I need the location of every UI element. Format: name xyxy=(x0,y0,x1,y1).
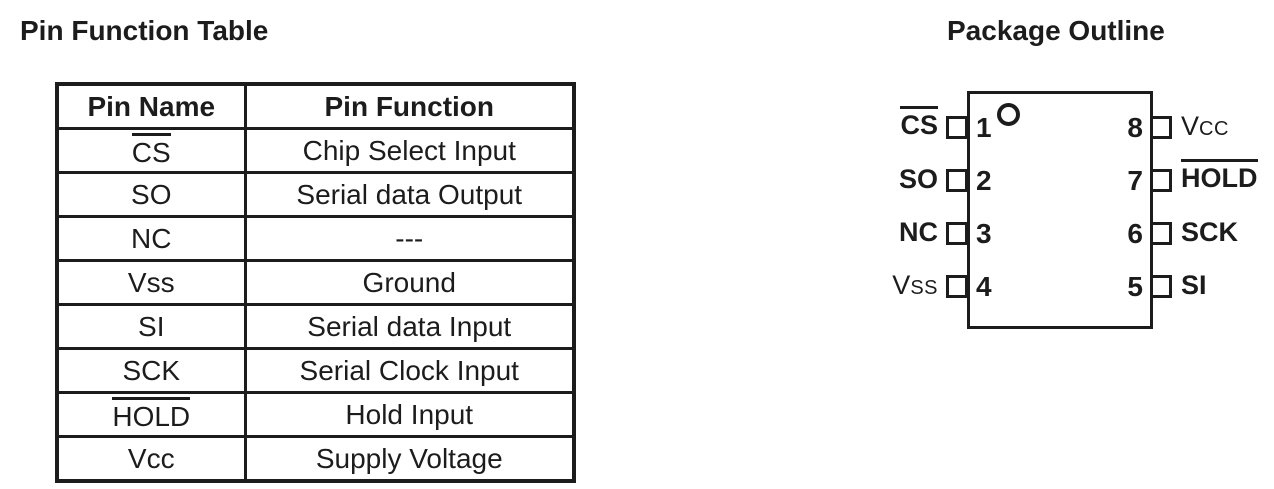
pin-function-cell: --- xyxy=(243,215,576,262)
pin-function-cell: Hold Input xyxy=(243,391,576,438)
pin-number: 4 xyxy=(976,271,992,302)
pin-label: SI xyxy=(1181,270,1207,300)
pin-name-cell: HOLD xyxy=(55,391,247,438)
pin1-indicator-icon xyxy=(997,103,1020,126)
pin-number: 7 xyxy=(1127,165,1143,196)
pin-pad xyxy=(1150,169,1172,192)
pin-label: CS xyxy=(790,106,938,140)
pin-name-cell: Vss xyxy=(55,259,247,306)
pin-number: 2 xyxy=(976,165,992,196)
pin-table-title: Pin Function Table xyxy=(20,15,269,46)
pin-function-cell: Ground xyxy=(243,259,576,306)
pin-pad xyxy=(946,222,968,245)
table-row: NC--- xyxy=(55,215,576,262)
pin-pad xyxy=(946,169,968,192)
pin-label: VSS xyxy=(892,270,938,300)
pin-function-cell: Serial data Input xyxy=(243,303,576,350)
package-outline-title: Package Outline xyxy=(947,15,1165,46)
pin-function-cell: Serial Clock Input xyxy=(243,347,576,394)
pin-name-cell: SI xyxy=(55,303,247,350)
pin-pad xyxy=(946,116,968,139)
pin-function-cell: Chip Select Input xyxy=(243,127,576,174)
pin-label: SCK xyxy=(1181,217,1239,247)
pin-name-cell: CS xyxy=(55,127,247,174)
pin-name-cell: NC xyxy=(55,215,247,262)
pin-function-cell: Serial data Output xyxy=(243,171,576,218)
pin-number: 6 xyxy=(1127,218,1143,249)
pin-number: 8 xyxy=(1127,112,1143,143)
pin-name-cell: SCK xyxy=(55,347,247,394)
column-header: Pin Function xyxy=(243,82,576,130)
pin-number: 1 xyxy=(976,112,992,143)
pin-label: SO xyxy=(898,164,938,194)
pin-label: HOLD xyxy=(1181,159,1274,193)
pin-label: VCC xyxy=(1181,111,1229,141)
pin-number: 3 xyxy=(976,218,992,249)
pin-pad xyxy=(946,275,968,298)
chip-body xyxy=(967,91,1153,329)
pin-pad xyxy=(1150,275,1172,298)
pin-number: 5 xyxy=(1127,271,1143,302)
pin-pad xyxy=(1150,222,1172,245)
pin-pad xyxy=(1150,116,1172,139)
pin-name-cell: SO xyxy=(55,171,247,218)
column-header: Pin Name xyxy=(55,82,247,130)
pin-function-cell: Supply Voltage xyxy=(243,435,576,483)
pin-label: NC xyxy=(899,217,938,247)
pin-name-cell: Vcc xyxy=(55,435,247,483)
